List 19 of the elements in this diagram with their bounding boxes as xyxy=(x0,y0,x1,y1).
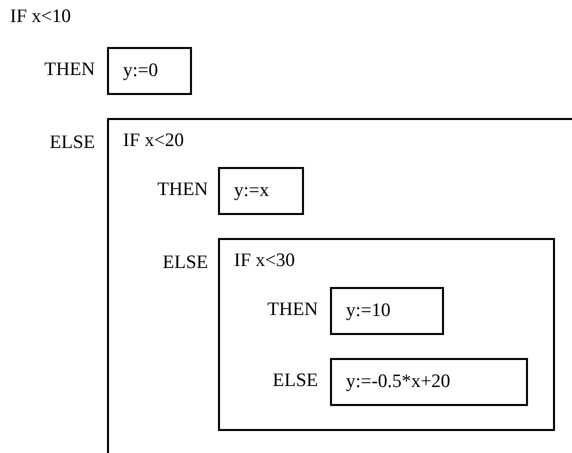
else-branch-box xyxy=(218,238,555,431)
condition-text: IF x<20 xyxy=(123,130,184,152)
condition-text: IF x<30 xyxy=(234,250,295,272)
assignment-text: y:=x xyxy=(234,180,269,202)
assignment-text: y:=-0.5*x+20 xyxy=(346,371,450,393)
condition-text: IF x<10 xyxy=(10,6,71,28)
else-branch-box xyxy=(330,358,528,406)
assignment-text: y:=0 xyxy=(123,60,158,82)
statement-box xyxy=(218,167,304,215)
statement-box xyxy=(330,287,444,335)
branch-keyword: ELSE xyxy=(50,132,95,154)
branch-keyword: THEN xyxy=(157,179,208,201)
assignment-text: y:=10 xyxy=(346,300,390,322)
branch-keyword: ELSE xyxy=(272,370,318,392)
statement-box xyxy=(107,47,192,95)
branch-keyword: THEN xyxy=(44,59,95,81)
else-branch-frame xyxy=(107,118,572,453)
branch-keyword: ELSE xyxy=(162,252,208,274)
branch-keyword: THEN xyxy=(267,299,318,321)
